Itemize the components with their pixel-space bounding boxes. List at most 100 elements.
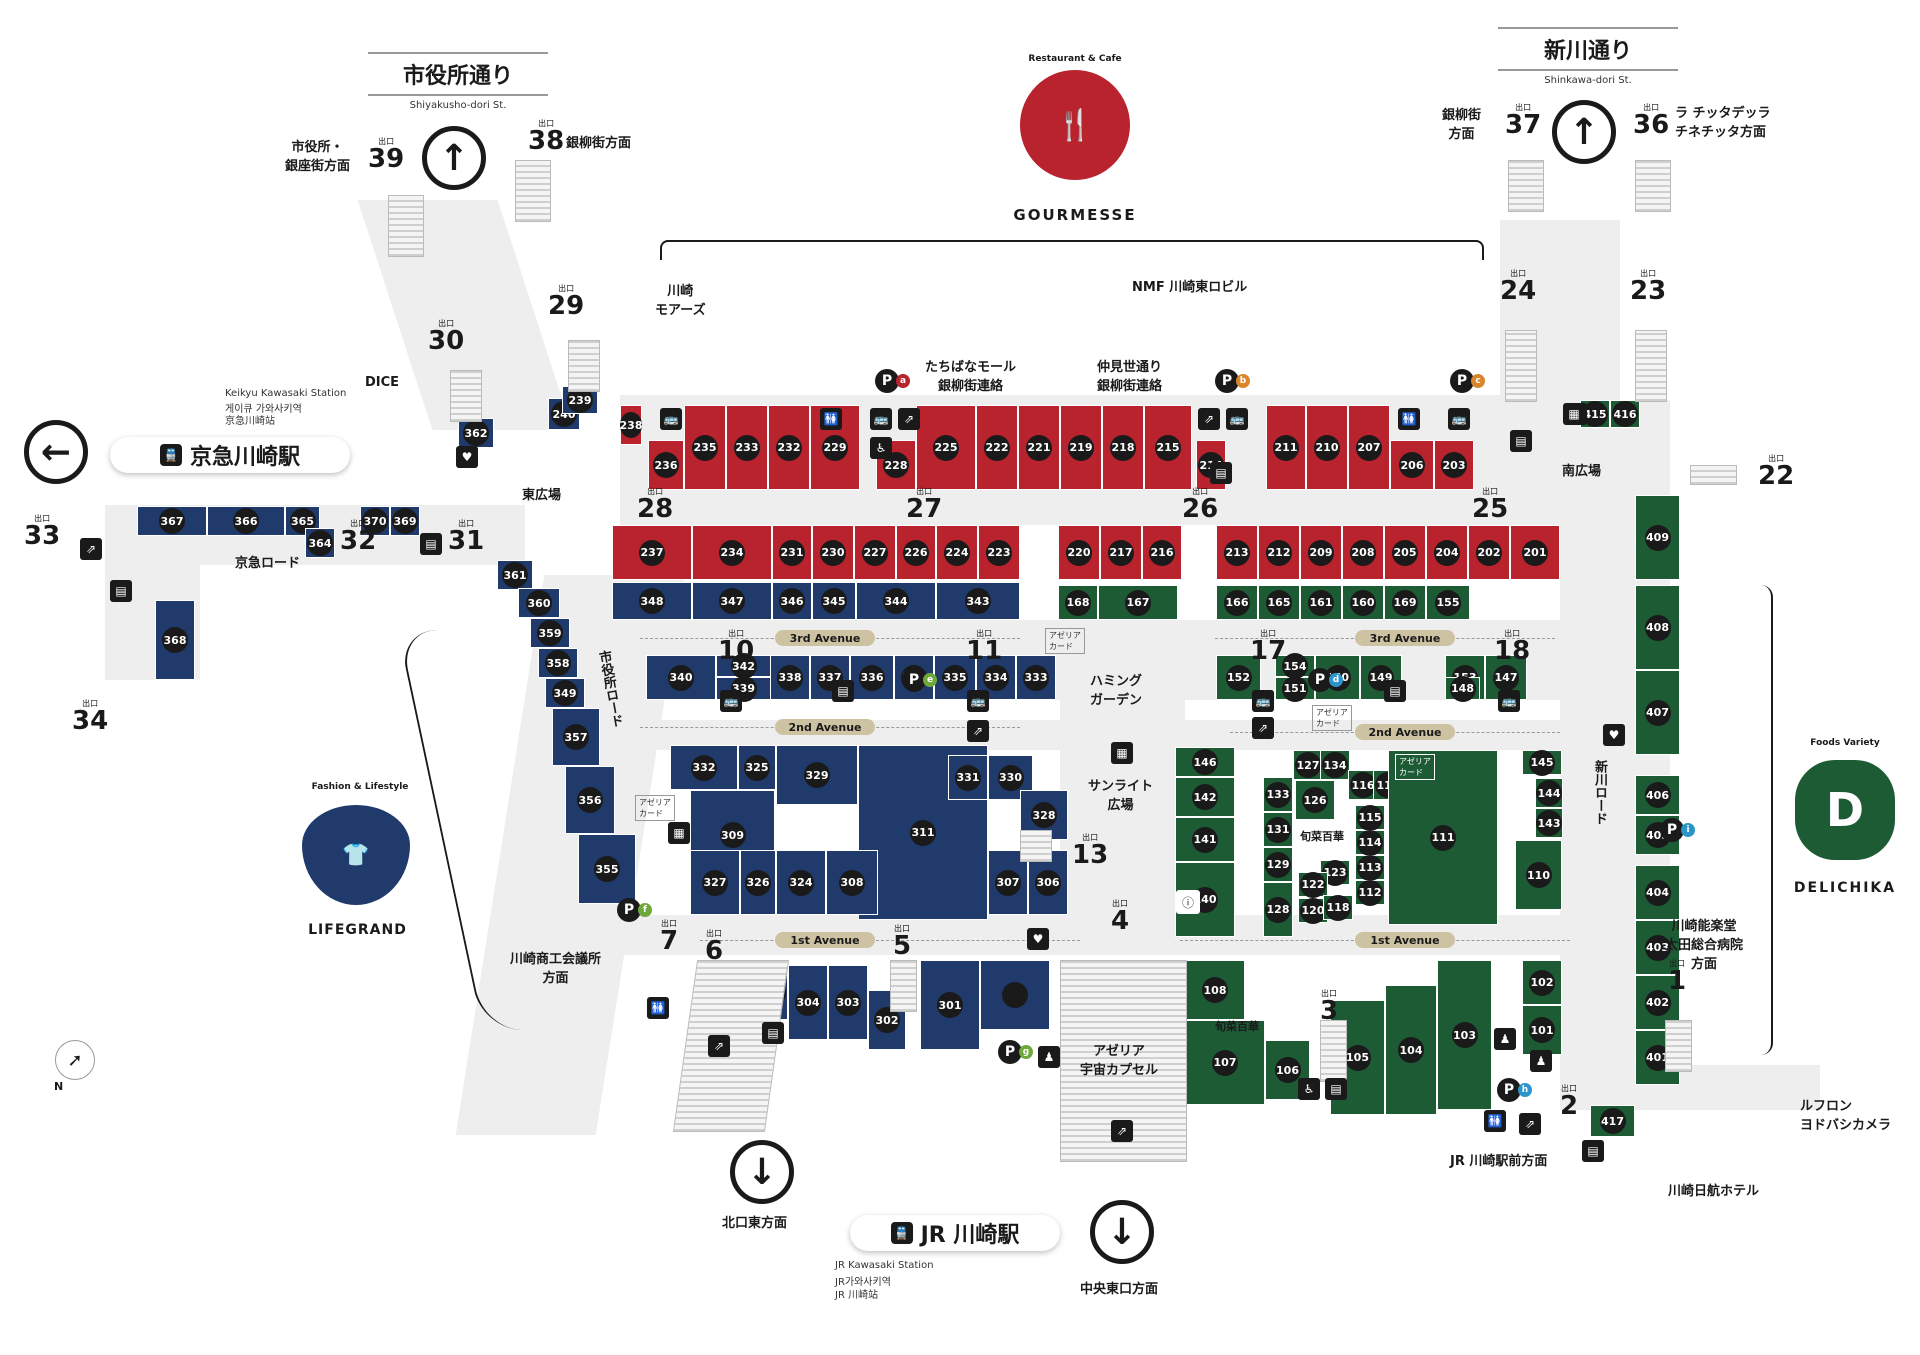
shop-238[interactable]: 238 <box>619 405 643 445</box>
shop-231[interactable]: 231 <box>772 525 812 580</box>
shop-227[interactable]: 227 <box>854 525 896 580</box>
shop-126[interactable]: 126 <box>1295 780 1335 820</box>
shop-327[interactable]: 327 <box>690 850 740 915</box>
shop-102[interactable]: 102 <box>1522 960 1562 1005</box>
shop-225[interactable]: 225 <box>916 405 976 490</box>
shop-356[interactable]: 356 <box>565 766 615 834</box>
shop-155[interactable]: 155 <box>1426 585 1470 620</box>
shop-228[interactable]: 228 <box>876 440 916 490</box>
shop-362[interactable]: 362 <box>458 418 494 448</box>
shop-344[interactable]: 344 <box>856 582 936 620</box>
shop-409[interactable]: 409 <box>1635 495 1680 580</box>
shop-142[interactable]: 142 <box>1175 777 1235 817</box>
parking-b-icon[interactable]: P <box>1215 369 1239 393</box>
parking-f-icon[interactable]: P <box>617 898 641 922</box>
shop-355[interactable]: 355 <box>578 834 636 904</box>
shop-218[interactable]: 218 <box>1102 405 1144 490</box>
shop-234[interactable]: 234 <box>692 525 772 580</box>
shop-128[interactable]: 128 <box>1263 882 1293 937</box>
shop-213[interactable]: 213 <box>1216 525 1258 580</box>
shop-202[interactable]: 202 <box>1468 525 1510 580</box>
shop-154[interactable]: 154 <box>1275 653 1315 679</box>
shop-113[interactable]: 113 <box>1355 854 1385 881</box>
shop-160[interactable]: 160 <box>1342 585 1384 620</box>
shop-369[interactable]: 369 <box>390 506 420 536</box>
shop-127[interactable]: 127 <box>1293 750 1323 780</box>
shop-140[interactable]: 140 <box>1175 862 1235 937</box>
shop-368[interactable]: 368 <box>155 600 195 680</box>
shop-230[interactable]: 230 <box>812 525 854 580</box>
shop-118[interactable]: 118 <box>1323 894 1353 921</box>
shop-326[interactable]: 326 <box>740 850 776 915</box>
shop-408[interactable]: 408 <box>1635 585 1680 670</box>
shop-201[interactable]: 201 <box>1510 525 1560 580</box>
shop-161[interactable]: 161 <box>1300 585 1342 620</box>
shop-416[interactable]: 416 <box>1610 400 1640 428</box>
shop-342[interactable]: 342 <box>716 653 771 679</box>
shop-331[interactable]: 331 <box>948 755 988 800</box>
shop-406[interactable]: 406 <box>1635 775 1680 815</box>
shop-303[interactable]: 303 <box>828 965 868 1040</box>
shop-219[interactable]: 219 <box>1060 405 1102 490</box>
shop-333[interactable]: 333 <box>1016 655 1056 700</box>
shop-208[interactable]: 208 <box>1342 525 1384 580</box>
shop-141[interactable]: 141 <box>1175 817 1235 862</box>
jr-station-pill[interactable]: 🚆 JR 川崎駅 <box>850 1215 1060 1251</box>
shop-361[interactable]: 361 <box>497 560 533 590</box>
shop-112[interactable]: 112 <box>1355 879 1385 906</box>
keikyu-station-pill[interactable]: 🚆 京急川崎駅 <box>110 437 350 473</box>
shop-236[interactable]: 236 <box>648 440 684 490</box>
shop-215[interactable]: 215 <box>1144 405 1192 490</box>
shop-226[interactable]: 226 <box>896 525 936 580</box>
shop-223[interactable]: 223 <box>978 525 1020 580</box>
shop-347[interactable]: 347 <box>692 582 772 620</box>
shop-203[interactable]: 203 <box>1434 440 1474 490</box>
shop-304[interactable]: 304 <box>788 965 828 1040</box>
shop-115[interactable]: 115 <box>1355 804 1385 831</box>
shop-216[interactable]: 216 <box>1142 525 1182 580</box>
shop-204[interactable]: 204 <box>1426 525 1468 580</box>
shop-undefined[interactable] <box>980 960 1050 1030</box>
shop-367[interactable]: 367 <box>137 506 207 536</box>
shop-357[interactable]: 357 <box>552 708 600 766</box>
shop-232[interactable]: 232 <box>768 405 810 490</box>
parking-d-icon[interactable]: P <box>1308 668 1332 692</box>
shop-235[interactable]: 235 <box>684 405 726 490</box>
shop-340[interactable]: 340 <box>646 655 716 700</box>
shop-359[interactable]: 359 <box>530 618 570 648</box>
parking-g-icon[interactable]: P <box>998 1040 1022 1064</box>
shop-168[interactable]: 168 <box>1058 585 1098 620</box>
shop-348[interactable]: 348 <box>612 582 692 620</box>
shop-366[interactable]: 366 <box>207 506 285 536</box>
shop-211[interactable]: 211 <box>1266 405 1306 490</box>
parking-c-icon[interactable]: P <box>1450 369 1474 393</box>
shop-145[interactable]: 145 <box>1522 749 1562 776</box>
shop-167[interactable]: 167 <box>1098 585 1178 620</box>
shop-404[interactable]: 404 <box>1635 865 1680 920</box>
shop-365[interactable]: 365 <box>285 506 320 536</box>
shop-332[interactable]: 332 <box>670 745 738 790</box>
shop-122[interactable]: 122 <box>1298 871 1328 898</box>
shop-335[interactable]: 335 <box>934 655 976 700</box>
shop-330[interactable]: 330 <box>988 755 1033 800</box>
shop-237[interactable]: 237 <box>612 525 692 580</box>
shop-407[interactable]: 407 <box>1635 670 1680 755</box>
shop-417[interactable]: 417 <box>1590 1105 1635 1137</box>
